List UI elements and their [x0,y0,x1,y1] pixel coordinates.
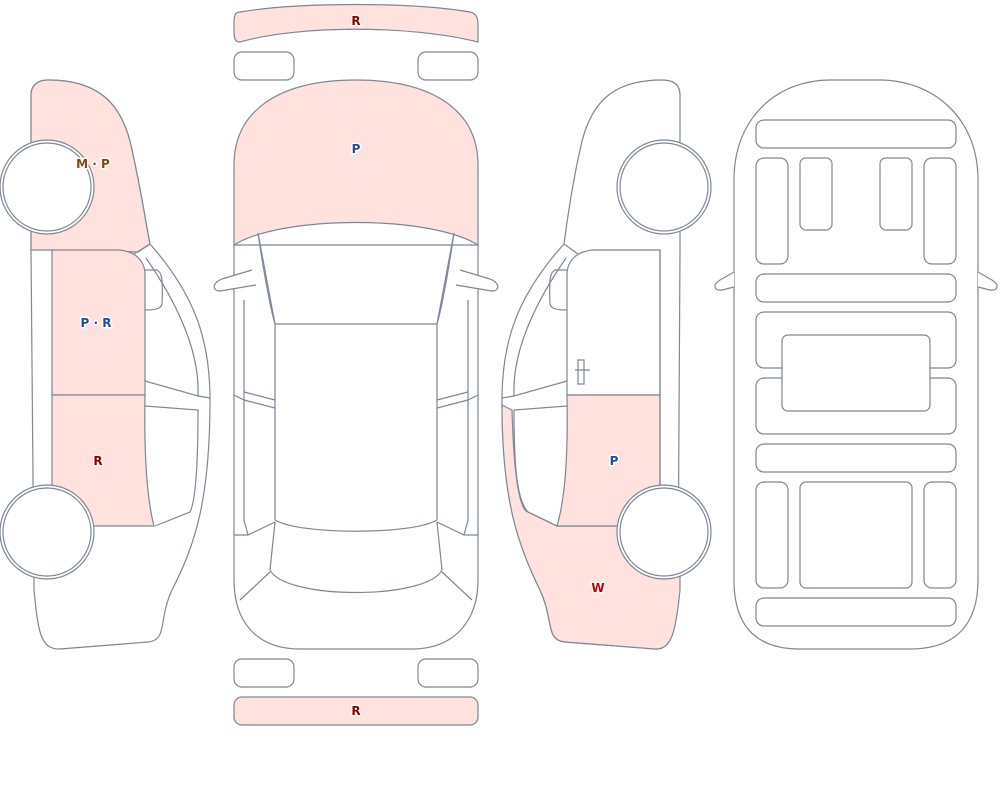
top-body-outline [233,244,479,650]
top-view: R P R [213,3,499,726]
front-bumper-label: R [351,14,360,28]
left-roof-line [197,395,211,399]
rear-quarter-left [239,571,271,601]
rear-bumper-label: R [351,704,360,718]
right-body-inner-line [463,300,469,536]
hood-label: P [352,142,361,156]
left-a-pillar [133,243,151,255]
left-rear-wheel [2,487,92,577]
hood[interactable] [233,79,479,247]
underbody-view [714,79,998,650]
left-side-view: M · P P · R R [0,79,211,650]
rear-seat [799,481,913,589]
underbody-mirror-right [977,271,998,291]
left-front-wheel [2,142,92,232]
mirror-right-top [455,269,499,292]
left-door-split [233,394,276,409]
rear-window [269,521,443,594]
front-left-seat [799,157,833,231]
right-door-split [436,394,479,409]
right-rear-door-label: P [610,454,619,468]
taillight-left [233,658,295,688]
trunk-panel [755,597,957,627]
rear-quarter-right [441,571,473,601]
right-a-pillar [563,243,579,255]
center-console [781,334,931,412]
front-left-door-panel [755,157,789,265]
right-front-window [513,257,568,397]
underbody-mirror-left [714,271,735,291]
taillight-right [417,658,479,688]
a-pillar-left [257,232,276,325]
right-rear-quarter[interactable] [501,404,681,650]
left-front-fender-label: M · P [76,157,110,171]
headlight-left [233,51,295,81]
left-rear-window [144,405,199,527]
left-rear-door[interactable] [51,394,155,527]
right-door-handle [575,359,590,385]
rear-bumper[interactable] [233,696,479,726]
right-rear-window [513,405,568,527]
right-roof-line [501,395,515,399]
rear-crossmember [755,443,957,473]
headlight-right [417,51,479,81]
left-pillar-lines [234,391,276,536]
left-front-door[interactable] [51,249,146,396]
right-pillar-lines [436,391,478,536]
roof [274,324,438,532]
rear-left-door-panel [755,481,789,589]
left-body-inner-line [243,300,249,536]
right-front-wheel [619,142,709,232]
right-rear-wheel [619,487,709,577]
rear-right-door-panel [923,481,957,589]
a-pillar-right [436,232,455,325]
front-crossmember [755,273,957,303]
right-mirror [549,269,568,311]
mirror-left-top [213,269,257,292]
right-front-door [566,249,661,396]
windshield [257,232,455,325]
right-side-view: P W [501,79,712,650]
front-right-door-panel [923,157,957,265]
front-bumper[interactable] [233,3,479,43]
dashboard-panel [755,119,957,149]
left-front-door-label: P · R [81,316,112,330]
left-front-window [144,257,199,397]
left-rear-door-label: R [93,454,102,468]
left-mirror [144,269,163,311]
right-rear-quarter-label: W [591,581,604,595]
front-right-seat [879,157,913,231]
